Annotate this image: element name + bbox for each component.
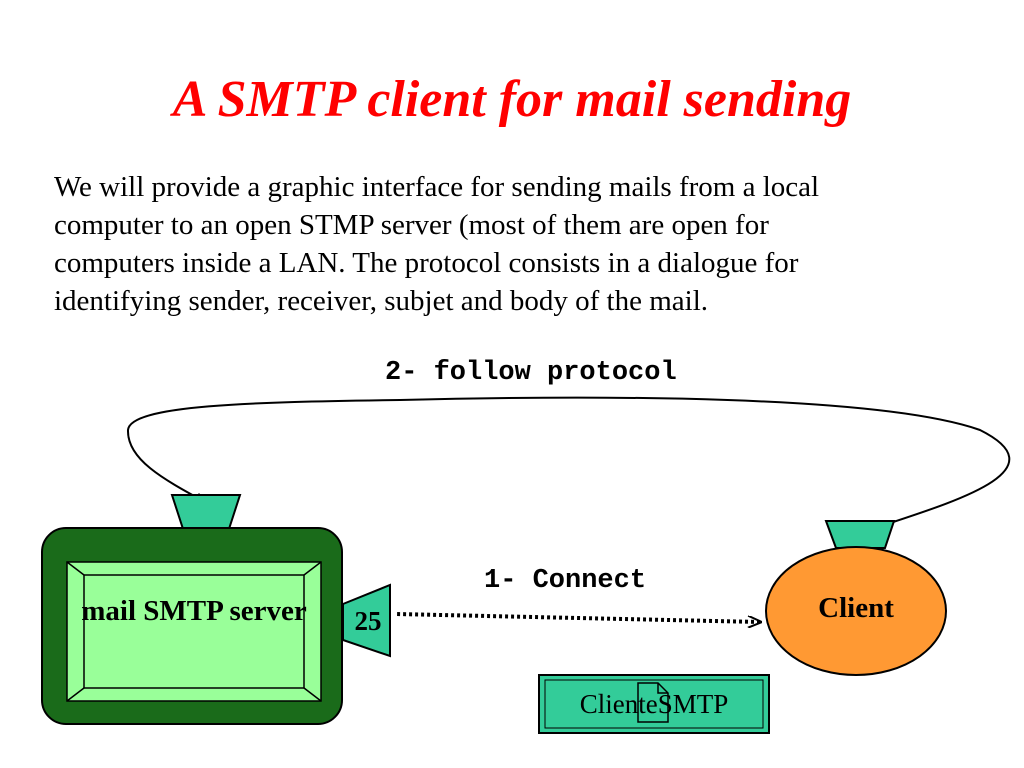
server-top-port — [170, 494, 242, 533]
connect-label: 1- Connect — [484, 566, 647, 596]
bevel-line — [303, 561, 322, 576]
file-icon — [637, 682, 669, 723]
slide-title: A SMTP client for mail sending — [172, 71, 852, 128]
client-top-port — [824, 520, 896, 549]
client-label: Client — [818, 592, 894, 624]
paragraph-line: We will provide a graphic interface for … — [54, 171, 820, 203]
cliente-smtp-inner-border — [544, 679, 764, 729]
server-label: mail SMTP server — [81, 595, 307, 627]
bevel-line — [303, 687, 322, 702]
paragraph-line: identifying sender, receiver, subjet and… — [54, 285, 709, 317]
bevel-line — [66, 561, 85, 576]
protocol-loop-arrow — [126, 396, 1011, 529]
paragraph-line: computers inside a LAN. The protocol con… — [54, 247, 799, 279]
follow-protocol-label: 2- follow protocol — [385, 358, 677, 388]
port-label: 25 — [354, 606, 382, 636]
paragraph-line: computer to an open STMP server (most of… — [54, 209, 769, 241]
connect-arrow — [395, 612, 760, 622]
client-ellipse — [765, 546, 947, 676]
cliente-smtp-label: ClienteSMTP — [579, 689, 729, 719]
port-25-shape — [342, 583, 391, 658]
bevel-line — [66, 687, 85, 702]
description-paragraph: We will provide a graphic interface for … — [54, 168, 984, 320]
server-inner-bevel — [83, 574, 305, 689]
